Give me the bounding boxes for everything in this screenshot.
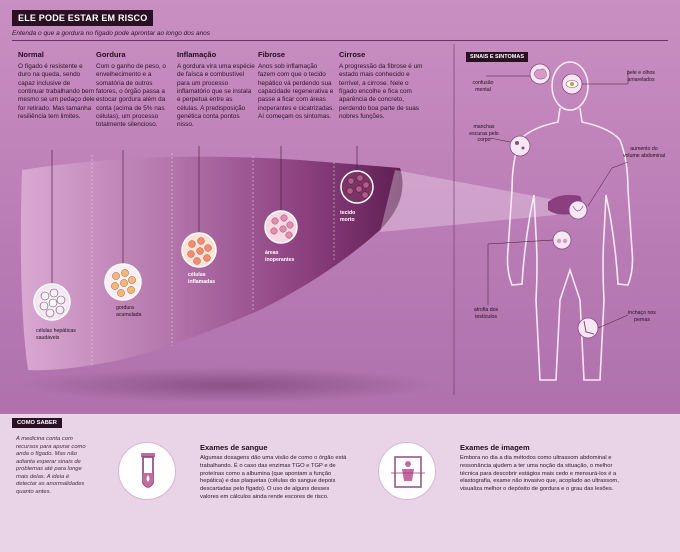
diagnosis-panel [0,414,680,552]
symptom-label: inchaço nos pernas [628,310,656,323]
cells-gordura [104,263,142,301]
leg-swelling-icon [577,317,599,339]
symptom-label: manchas escuras pelo corpo [469,124,499,143]
stage-text: A progressão da fibrose é um estado mais… [339,63,423,120]
symptom-label: atrofia dos testículos [473,307,499,320]
exam-text: Algumas dosagens dão uma visão de como o… [200,455,347,501]
stage-dividers [91,153,335,365]
skin-spots-icon [509,135,531,157]
stage-title: Cirrose [339,50,366,59]
cell-label-cirrose: tecido morto [340,210,356,223]
cell-label-inflamacao: células inflamadas [188,272,216,285]
blood-tube-icon [141,453,155,488]
liver-shape [20,156,403,371]
exam-title: Exames de imagem [460,443,530,452]
cell-label-fibrose: áreas inoperantes [265,250,295,263]
stage-title: Inflamação [177,50,217,59]
zoom-beam [380,170,556,232]
exam-text: Embora no dia a dia métodos como ultrass… [460,455,619,493]
signs-tag: SINAIS E SINTOMAS [466,52,528,62]
stage-text: Anos sob inflamação fazem com que o teci… [258,63,335,120]
stage-fibrose: Fibrose Anos sob inflamação fazem com qu… [258,50,336,121]
liver-shadow [20,367,440,403]
cells-cirrose [340,170,374,204]
stage-gordura: Gordura Com o ganho de peso, o envelheci… [96,50,174,130]
exam-title: Exames de sangue [200,443,268,452]
human-figure [506,61,634,381]
como-saber-tag: COMO SABER [12,418,62,428]
cell-label-normal: células hepáticas saudáveis [36,328,76,341]
stage-title: Gordura [96,50,126,59]
eye-icon [561,73,583,95]
stage-normal: Normal O fígado é resistente e duro na q… [18,50,96,121]
header-divider [12,40,668,41]
body-scan-icon [391,456,425,488]
symptom-label: aumento do volume abdominal [622,146,666,159]
cell-label-gordura: gordura acumulada [116,305,142,318]
cells-normal [33,283,71,321]
page-subtitle: Entenda o que a gordura no fígado pode a… [12,30,211,37]
blood-exam-badge [118,442,176,500]
como-saber-text: A medicina conta com recursos para apura… [16,436,86,495]
testicles-icon [552,230,572,250]
stage-text: A gordura vira uma espécie de faísca e c… [177,63,255,129]
stage-text: Com o ganho de peso, o envelhecimento e … [96,63,166,129]
cells-inflamacao [181,232,217,268]
symptom-label: confusão mental [472,80,494,93]
liver-progression-illustration [20,44,634,403]
imaging-exam-badge [378,442,436,500]
stage-title: Normal [18,50,44,59]
symptom-leaders [486,70,629,329]
stage-cirrose: Cirrose A progressão da fibrose é um est… [339,50,423,121]
leader-lines [51,146,358,285]
cells-fibrose [264,210,298,244]
stage-title: Fibrose [258,50,286,59]
page-title: ELE PODE ESTAR EM RISCO [12,10,154,26]
abdomen-icon [568,200,588,220]
symptom-label: pele e olhos amarelados [627,70,655,83]
stage-inflamacao: Inflamação A gordura vira uma espécie de… [177,50,255,130]
brain-icon [529,63,551,85]
stage-text: O fígado é resistente e duro na queda, s… [18,63,95,120]
